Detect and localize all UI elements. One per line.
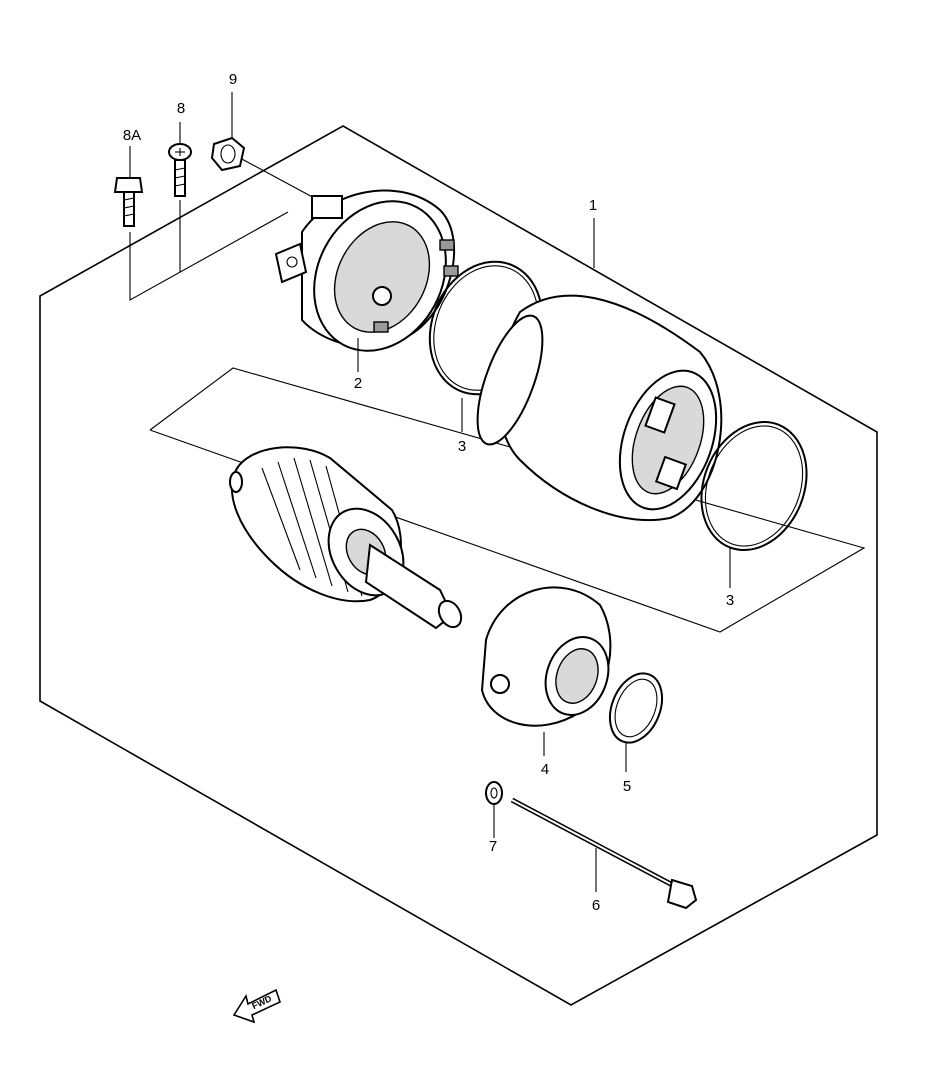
callout-3-upper: 3 [458,438,466,455]
o-ring-lower [700,421,808,551]
assembly-frame [39,125,878,1006]
exploded-group-box [149,367,866,633]
callout-7: 7 [489,838,497,855]
fwd-arrow-icon: FWD [232,988,281,1024]
washer-7-part [485,781,503,805]
bolt-8a-part [113,177,144,227]
callout-2: 2 [354,375,362,392]
front-housing-part [480,586,612,727]
screw-8-part [168,143,192,197]
callout-6: 6 [592,897,600,914]
callout-3-lower: 3 [726,592,734,609]
callout-1: 1 [589,197,597,214]
callout-9: 9 [229,71,237,88]
through-bolt-6-part [510,797,698,910]
nut-9-part [210,136,246,172]
brush-holder-group-line [129,211,289,301]
callout-8a: 8A [123,127,141,144]
callout-4: 4 [541,761,549,778]
brush-holder-part [274,189,459,352]
nut-9-guide-line [239,157,319,201]
o-ring-5-part [608,672,664,744]
callout-5: 5 [623,778,631,795]
yoke-housing-part [476,294,723,522]
callout-8: 8 [177,100,185,117]
leader-lines [129,92,731,892]
armature-part [229,446,463,630]
